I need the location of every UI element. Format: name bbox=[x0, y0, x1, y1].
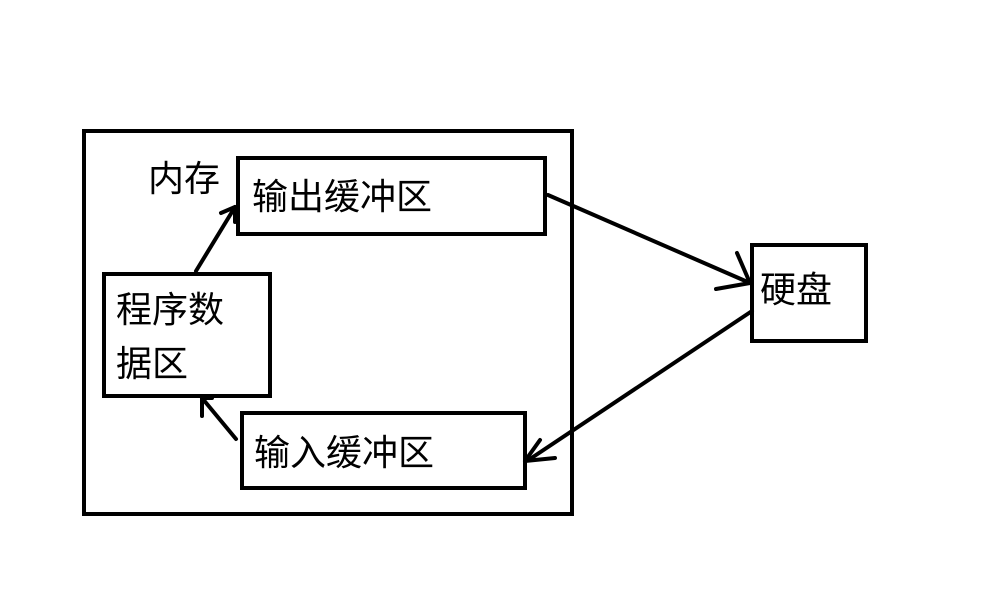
arrow-disk-to-input bbox=[523, 309, 754, 463]
arrow-output-to-disk bbox=[546, 193, 752, 291]
disk-box bbox=[750, 243, 868, 343]
arrow-input-to-program bbox=[200, 396, 238, 441]
input-buffer-label: 输入缓冲区 bbox=[254, 433, 435, 474]
program-data-label-line2: 据区 bbox=[116, 344, 189, 385]
program-data-label-line1: 程序数 bbox=[116, 290, 225, 331]
output-buffer-label: 输出缓冲区 bbox=[252, 177, 433, 218]
input-buffer-box bbox=[240, 411, 527, 490]
arrow-program-to-output bbox=[194, 205, 237, 273]
program-data-label: 程序数 据区 bbox=[116, 284, 224, 392]
program-data-box bbox=[102, 272, 272, 398]
output-buffer-box bbox=[236, 156, 547, 236]
memory-label: 内存 bbox=[148, 159, 221, 200]
disk-label: 硬盘 bbox=[760, 270, 833, 311]
